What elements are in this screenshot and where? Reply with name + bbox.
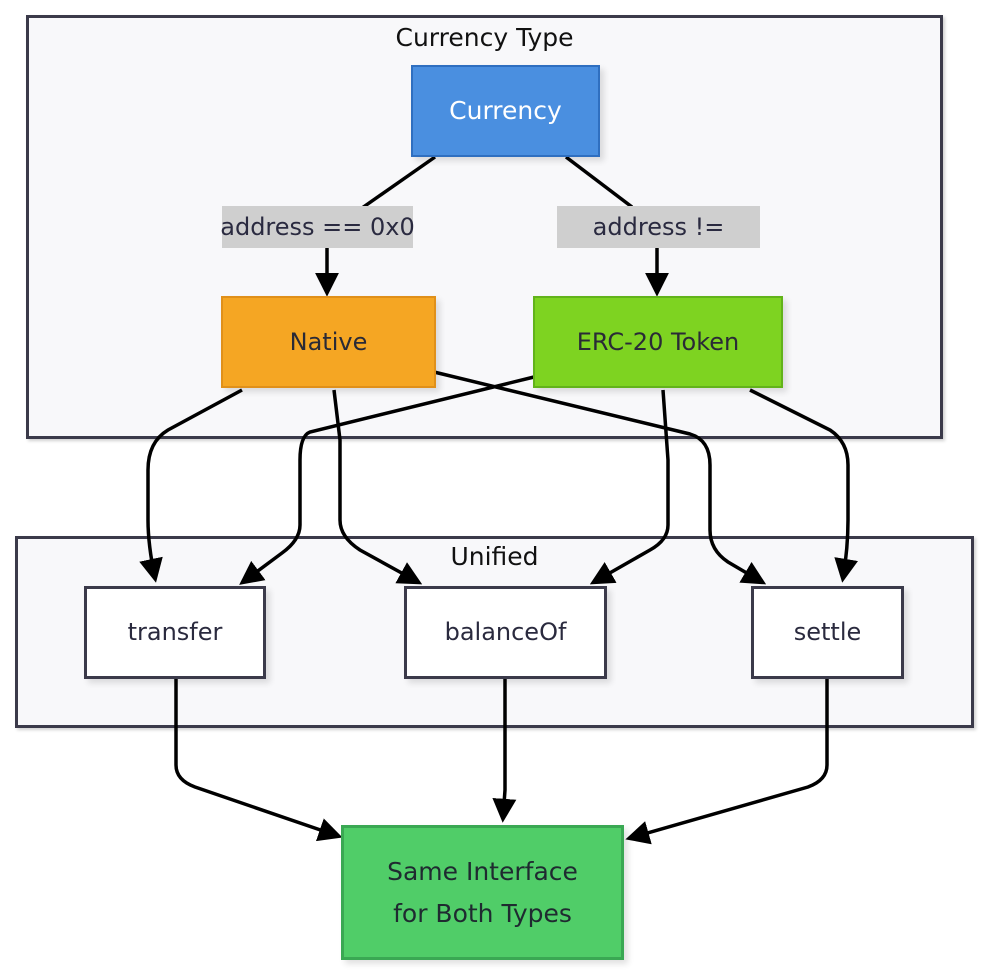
node-currency[interactable]: Currency — [411, 65, 600, 157]
edge-erc20-to-balanceof — [589, 389, 670, 585]
edge-label-erc20-condition: address != — [557, 206, 760, 248]
node-native[interactable]: Native — [221, 296, 436, 388]
edge-erc20-to-settle — [749, 388, 858, 583]
edge-native-to-settle — [433, 370, 767, 585]
edge-label-native-condition: address == 0x0 — [220, 206, 415, 248]
node-transfer[interactable]: transfer — [84, 586, 266, 679]
node-transfer-label: transfer — [127, 618, 223, 647]
node-balanceof-label: balanceOf — [444, 618, 567, 647]
node-balanceof[interactable]: balanceOf — [404, 586, 607, 679]
node-erc20-token[interactable]: ERC-20 Token — [533, 296, 783, 388]
edge-native-to-transfer — [139, 388, 243, 583]
edge-currency-to-native-upper — [360, 155, 437, 210]
node-native-label: Native — [289, 327, 368, 356]
node-same-interface[interactable]: Same Interface for Both Types — [341, 825, 624, 960]
edge-native-to-balanceof — [332, 389, 423, 585]
cluster-title-currency-type: Currency Type — [395, 23, 574, 52]
edge-transfer-to-same — [174, 678, 343, 842]
cluster-title-unified: Unified — [450, 542, 539, 571]
node-settle[interactable]: settle — [751, 586, 904, 679]
edge-currency-to-erc20-upper — [564, 155, 634, 209]
edge-erc20-to-transfer — [239, 375, 535, 585]
edge-balanceof-to-same — [492, 678, 517, 823]
node-erc20-label: ERC-20 Token — [576, 327, 740, 356]
node-same-interface-line1: Same Interface — [387, 857, 578, 887]
node-currency-label: Currency — [449, 96, 562, 125]
node-same-interface-line2: for Both Types — [393, 898, 572, 928]
edge-settle-to-same — [625, 678, 829, 845]
node-settle-label: settle — [793, 618, 862, 647]
